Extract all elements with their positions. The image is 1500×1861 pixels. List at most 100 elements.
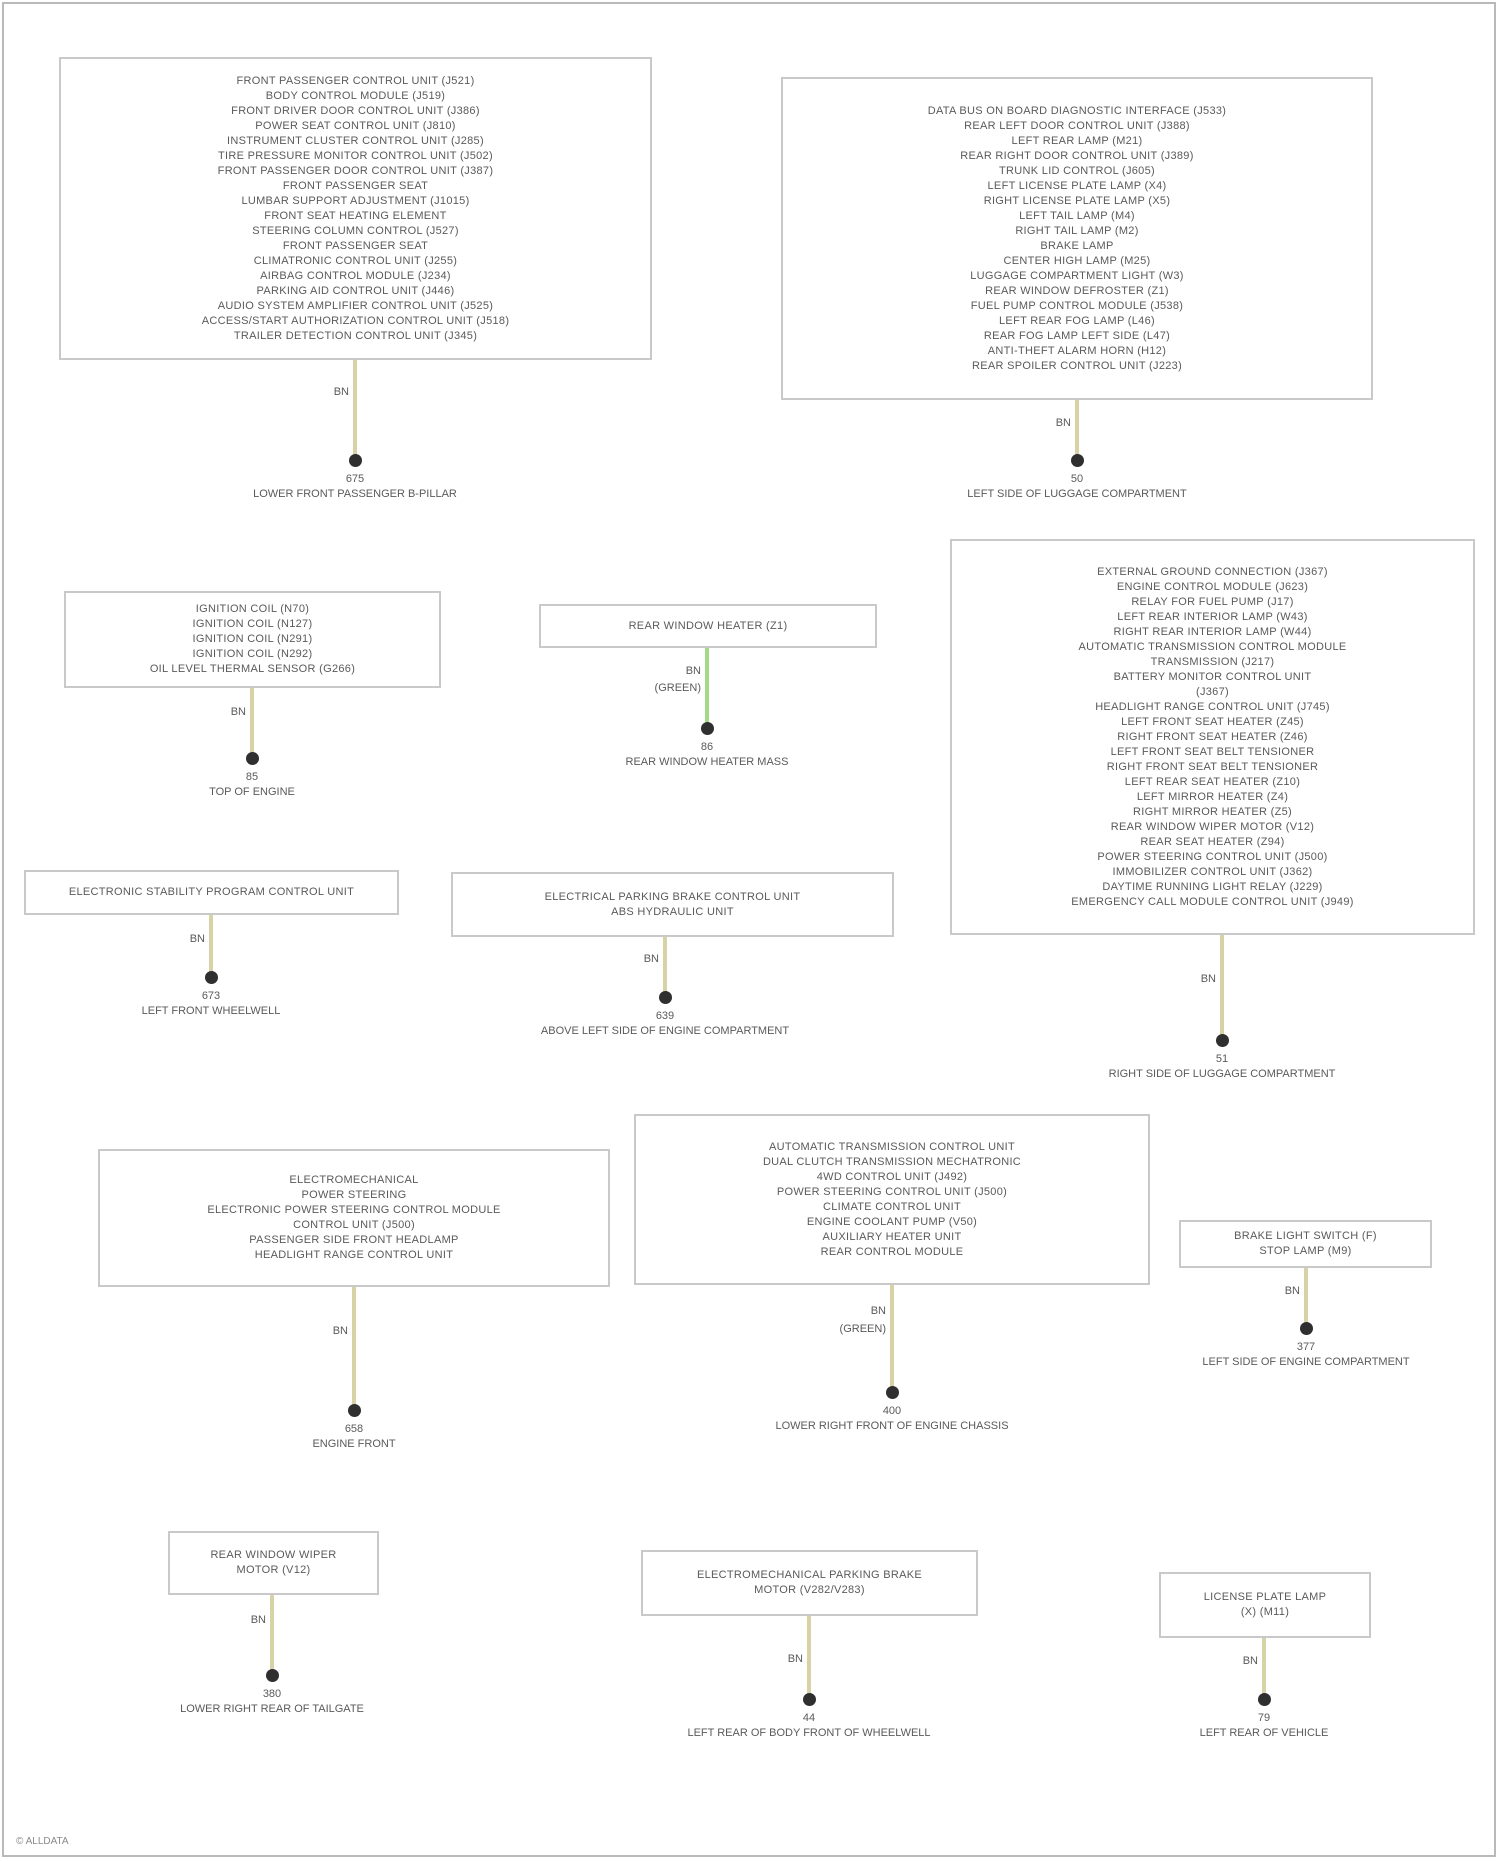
component-box: REAR WINDOW HEATER (Z1) <box>539 604 877 648</box>
component-line: LICENSE PLATE LAMP <box>1204 1590 1327 1605</box>
wire-color-code: BN <box>806 1304 886 1318</box>
component-line: RIGHT FRONT SEAT HEATER (Z46) <box>1117 730 1307 745</box>
component-line: REAR SPOILER CONTROL UNIT (J223) <box>972 359 1182 374</box>
ground-location: LEFT SIDE OF ENGINE COMPARTMENT <box>1202 1355 1409 1370</box>
ground-label: 675 LOWER FRONT PASSENGER B-PILLAR <box>253 472 457 502</box>
ground-point-icon <box>205 971 218 984</box>
component-line: PARKING AID CONTROL UNIT (J446) <box>257 284 455 299</box>
ground-label: 377 LEFT SIDE OF ENGINE COMPARTMENT <box>1202 1340 1409 1370</box>
ground-label: 50 LEFT SIDE OF LUGGAGE COMPARTMENT <box>967 472 1186 502</box>
component-line: TRAILER DETECTION CONTROL UNIT (J345) <box>234 329 477 344</box>
component-line: IGNITION COIL (N127) <box>193 617 313 632</box>
component-line: REAR SEAT HEATER (Z94) <box>1140 835 1284 850</box>
component-line: CENTER HIGH LAMP (M25) <box>1004 254 1151 269</box>
wire-color-code: BN <box>206 705 246 719</box>
component-line: IGNITION COIL (N291) <box>193 632 313 647</box>
component-line: IGNITION COIL (N292) <box>193 647 313 662</box>
component-line: ENGINE COOLANT PUMP (V50) <box>807 1215 977 1230</box>
component-box: EXTERNAL GROUND CONNECTION (J367) ENGINE… <box>950 539 1475 935</box>
wire-color-code: BN <box>226 1613 266 1627</box>
component-line: ELECTRICAL PARKING BRAKE CONTROL UNIT <box>545 890 801 905</box>
component-line: FRONT PASSENGER SEAT <box>283 239 428 254</box>
ground-point-icon <box>349 454 362 467</box>
component-line: (J367) <box>1196 685 1229 700</box>
component-line: CLIMATE CONTROL UNIT <box>823 1200 961 1215</box>
wire-color-code: BN <box>763 1652 803 1666</box>
component-line: LEFT MIRROR HEATER (Z4) <box>1137 790 1288 805</box>
wire-color-code: BN <box>309 385 349 399</box>
footer-credit: © ALLDATA <box>16 1836 69 1847</box>
component-box: DATA BUS ON BOARD DIAGNOSTIC INTERFACE (… <box>781 77 1373 400</box>
component-line: IGNITION COIL (N70) <box>196 602 309 617</box>
component-line: STEERING COLUMN CONTROL (J527) <box>252 224 459 239</box>
wire-color-code: BN <box>1260 1284 1300 1298</box>
component-line: LEFT REAR FOG LAMP (L46) <box>999 314 1155 329</box>
ground-wire <box>705 648 709 728</box>
ground-label: 639 ABOVE LEFT SIDE OF ENGINE COMPARTMEN… <box>541 1009 789 1039</box>
component-line: REAR FOG LAMP LEFT SIDE (L47) <box>984 329 1170 344</box>
component-line: INSTRUMENT CLUSTER CONTROL UNIT (J285) <box>227 134 484 149</box>
ground-label: 673 LEFT FRONT WHEELWELL <box>142 989 281 1019</box>
component-line: REAR LEFT DOOR CONTROL UNIT (J388) <box>964 119 1190 134</box>
component-line: REAR WINDOW HEATER (Z1) <box>629 619 788 634</box>
component-line: LEFT REAR SEAT HEATER (Z10) <box>1125 775 1300 790</box>
component-line: BATTERY MONITOR CONTROL UNIT <box>1114 670 1312 685</box>
component-line: REAR CONTROL MODULE <box>821 1245 964 1260</box>
ground-location: RIGHT SIDE OF LUGGAGE COMPARTMENT <box>1109 1067 1336 1082</box>
component-box: FRONT PASSENGER CONTROL UNIT (J521) BODY… <box>59 57 652 360</box>
component-line: FRONT PASSENGER CONTROL UNIT (J521) <box>236 74 474 89</box>
ground-point-icon <box>1258 1693 1271 1706</box>
component-line: FRONT SEAT HEATING ELEMENT <box>264 209 446 224</box>
component-box: ELECTROMECHANICAL POWER STEERING ELECTRO… <box>98 1149 610 1287</box>
component-line: CLIMATRONIC CONTROL UNIT (J255) <box>254 254 457 269</box>
ground-point-icon <box>1216 1034 1229 1047</box>
component-line: EXTERNAL GROUND CONNECTION (J367) <box>1097 565 1328 580</box>
component-box: BRAKE LIGHT SWITCH (F) STOP LAMP (M9) <box>1179 1220 1432 1268</box>
component-line: CONTROL UNIT (J500) <box>293 1218 415 1233</box>
ground-id: 44 <box>687 1711 930 1726</box>
component-line: LUGGAGE COMPARTMENT LIGHT (W3) <box>970 269 1184 284</box>
component-line: AUTOMATIC TRANSMISSION CONTROL MODULE <box>1079 640 1347 655</box>
wire-color-code: BN <box>1176 972 1216 986</box>
ground-point-icon <box>701 722 714 735</box>
ground-id: 675 <box>253 472 457 487</box>
ground-wire <box>890 1285 894 1392</box>
component-line: AUDIO SYSTEM AMPLIFIER CONTROL UNIT (J52… <box>218 299 493 314</box>
ground-point-icon <box>266 1669 279 1682</box>
component-line: FRONT PASSENGER DOOR CONTROL UNIT (J387) <box>218 164 494 179</box>
ground-location: ABOVE LEFT SIDE OF ENGINE COMPARTMENT <box>541 1024 789 1039</box>
component-line: DATA BUS ON BOARD DIAGNOSTIC INTERFACE (… <box>928 104 1227 119</box>
component-line: ACCESS/START AUTHORIZATION CONTROL UNIT … <box>202 314 510 329</box>
component-line: BRAKE LIGHT SWITCH (F) <box>1234 1229 1377 1244</box>
ground-label: 51 RIGHT SIDE OF LUGGAGE COMPARTMENT <box>1109 1052 1336 1082</box>
component-line: ABS HYDRAULIC UNIT <box>611 905 734 920</box>
component-line: TRANSMISSION (J217) <box>1151 655 1275 670</box>
component-line: ELECTROMECHANICAL <box>289 1173 418 1188</box>
ground-id: 380 <box>180 1687 364 1702</box>
ground-location: REAR WINDOW HEATER MASS <box>626 755 789 770</box>
ground-point-icon <box>659 991 672 1004</box>
component-line: FUEL PUMP CONTROL MODULE (J538) <box>971 299 1183 314</box>
component-line: LEFT TAIL LAMP (M4) <box>1019 209 1135 224</box>
ground-id: 86 <box>626 740 789 755</box>
component-line: AIRBAG CONTROL MODULE (J234) <box>260 269 451 284</box>
component-line: TRUNK LID CONTROL (J605) <box>999 164 1155 179</box>
ground-id: 658 <box>312 1422 395 1437</box>
component-line: LEFT REAR LAMP (M21) <box>1012 134 1143 149</box>
component-line: LUMBAR SUPPORT ADJUSTMENT (J1015) <box>241 194 469 209</box>
component-line: (X) (M11) <box>1241 1605 1289 1620</box>
component-line: REAR RIGHT DOOR CONTROL UNIT (J389) <box>960 149 1193 164</box>
component-line: RIGHT FRONT SEAT BELT TENSIONER <box>1107 760 1318 775</box>
component-box: AUTOMATIC TRANSMISSION CONTROL UNIT DUAL… <box>634 1114 1150 1285</box>
component-line: LEFT REAR INTERIOR LAMP (W43) <box>1117 610 1307 625</box>
ground-wire <box>1075 400 1079 460</box>
ground-id: 673 <box>142 989 281 1004</box>
ground-location: LEFT FRONT WHEELWELL <box>142 1004 281 1019</box>
wire-color-code: BN <box>1218 1654 1258 1668</box>
ground-label: 85 TOP OF ENGINE <box>209 770 295 800</box>
component-line: DUAL CLUTCH TRANSMISSION MECHATRONIC <box>763 1155 1021 1170</box>
component-line: IMMOBILIZER CONTROL UNIT (J362) <box>1113 865 1313 880</box>
component-line: REAR WINDOW WIPER MOTOR (V12) <box>1111 820 1314 835</box>
wire-color-code: BN <box>619 952 659 966</box>
